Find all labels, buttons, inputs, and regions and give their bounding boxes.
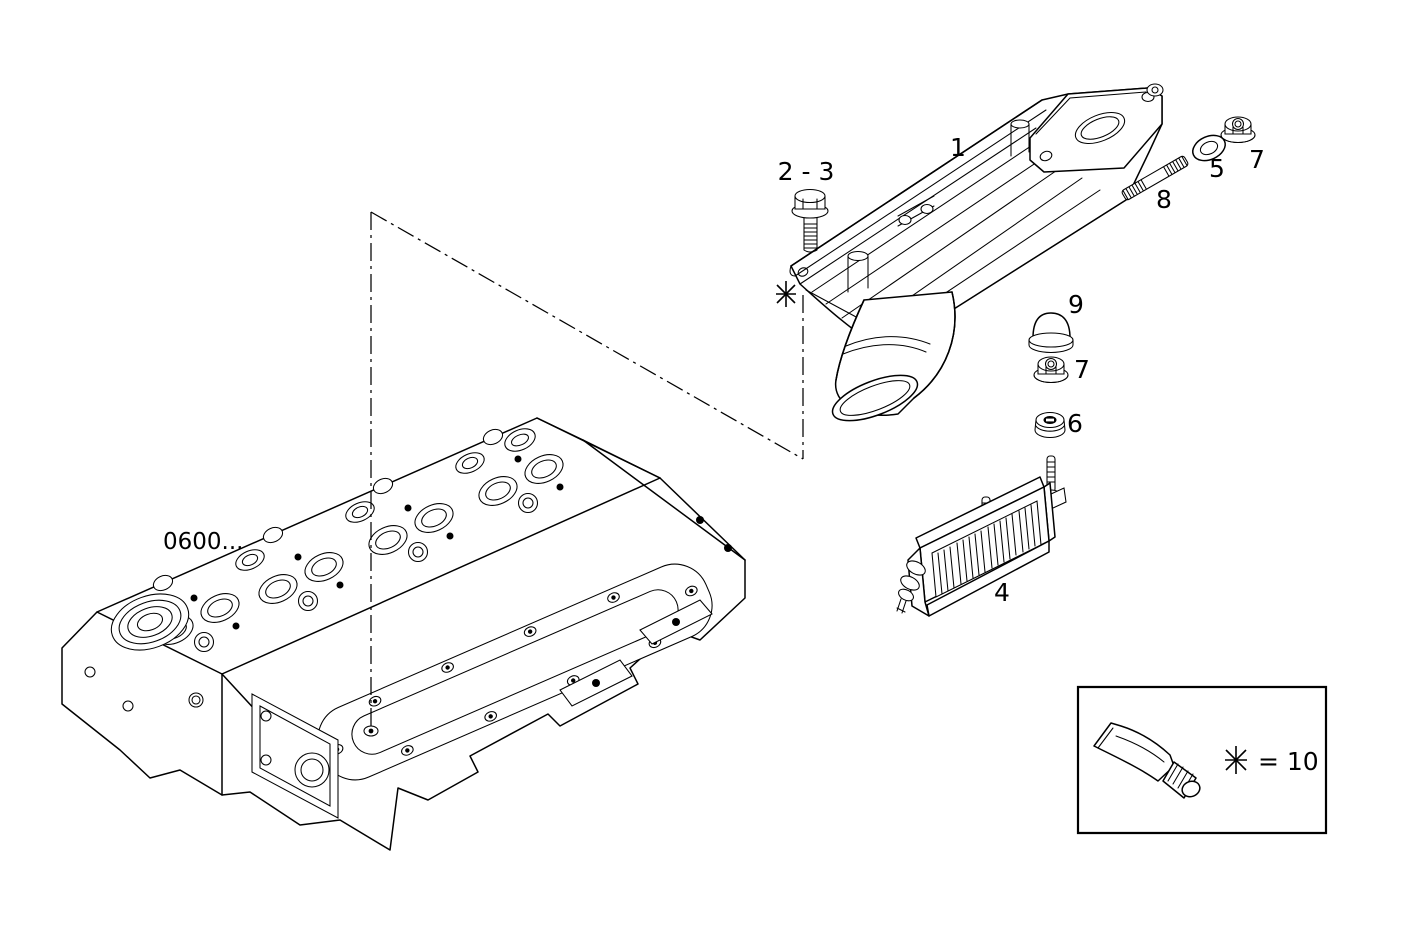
flange-nut-upper [1221,117,1255,143]
callout-grommet: 6 [1067,409,1083,438]
callout-washer: 5 [1209,154,1225,183]
standoff-bosses [848,120,1029,292]
stud-threads [1123,157,1187,200]
legend-box: = 10 [1078,687,1326,833]
cylinder-head-drawing [62,418,745,850]
callout-nut-lower: 7 [1074,355,1090,384]
projection-lines [364,212,803,736]
callout-stud: 8 [1156,185,1172,214]
intake-manifold [790,84,1163,430]
callout-labels: 1 2 - 3 4 5 6 7 7 8 9 0600... [163,133,1265,607]
legend-note: = 10 [1258,747,1319,776]
thermostat-boss [85,584,203,711]
cylinder-head-reference: 0600... [163,529,243,555]
projection-line-diagonal [371,212,803,459]
mounting-pad [1030,84,1163,172]
callout-cap: 9 [1068,290,1084,319]
flange-nut-lower [1034,357,1068,383]
flange-bolt [792,190,828,253]
front-plate [252,694,338,818]
heater-terminal-left [897,558,928,613]
rocker-pedestal-bores [233,424,539,574]
grommet [1035,413,1065,438]
protective-cap [1029,313,1073,353]
sealant-asterisk [776,281,796,307]
intake-flange-ring [307,553,722,790]
manifold-ribs [812,140,1100,342]
callout-heater: 4 [994,578,1010,607]
mounting-lugs [560,516,732,706]
elbow-outlet [827,292,955,430]
heater-grid-fins [938,505,1035,594]
callout-nut-upper: 7 [1249,145,1265,174]
bracket-lugs [898,196,934,226]
lifting-tabs [151,427,505,594]
callout-bolt: 2 - 3 [778,157,835,186]
bolt-threads [804,224,817,248]
washer [1189,131,1229,166]
grid-heater [897,456,1066,616]
sealant-tube-icon [1094,723,1202,799]
stud [1121,155,1189,201]
cylinder-head-outline [62,418,745,850]
callout-manifold: 1 [950,133,966,162]
legend-asterisk [1225,746,1247,774]
